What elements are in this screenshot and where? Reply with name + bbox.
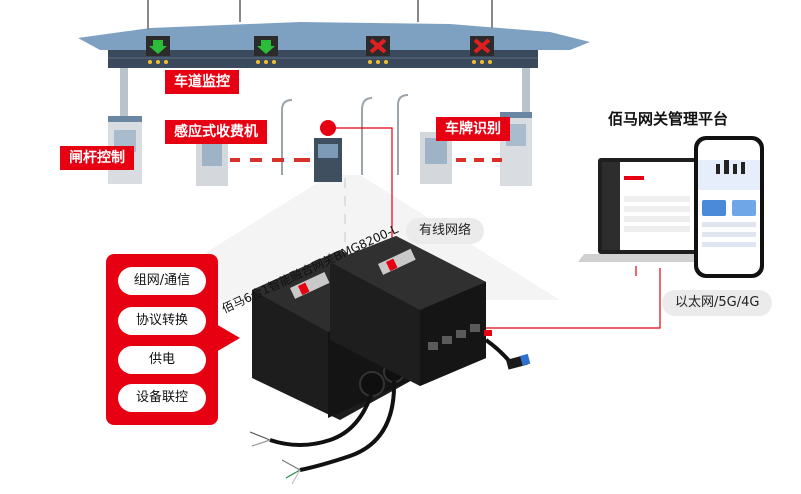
lane-signal-4 [470,36,494,56]
feature-protocol-pill: 协议转换 [118,307,206,335]
barrier-control-label: 闸杆控制 [60,146,134,170]
cable-wires [249,431,301,485]
lane-signal-3 [366,36,390,56]
gateway-device-right [330,236,492,386]
wired-network-tag: 有线网络 [406,218,485,244]
street-lamps [281,94,409,175]
platform-title: 佰马网关管理平台 [608,110,729,128]
ethernet-5g-4g-tag: 以太网/5G/4G [662,290,773,316]
lane-monitor-label: 车道监控 [165,70,239,94]
toll-machine [314,138,342,182]
laptop [578,158,718,262]
barrier-arms [230,158,502,162]
etc-machine-label: 感应式收费机 [165,120,267,144]
feature-linkage-pill: 设备联控 [118,384,206,412]
plate-recognition-label: 车牌识别 [436,117,510,141]
canopy-lamps [148,60,492,64]
feature-networking-pill: 组网/通信 [118,267,206,295]
usb-connector [520,353,531,366]
lane-signal-2 [254,36,278,56]
down-arrow-icon [149,40,167,54]
down-arrow-icon [257,40,275,54]
x-icon [369,38,387,54]
x-icon [473,38,491,54]
connector-lines [328,127,661,329]
feature-power-pill: 供电 [118,346,206,374]
phone [694,136,764,278]
lane-signal-1 [146,36,170,56]
